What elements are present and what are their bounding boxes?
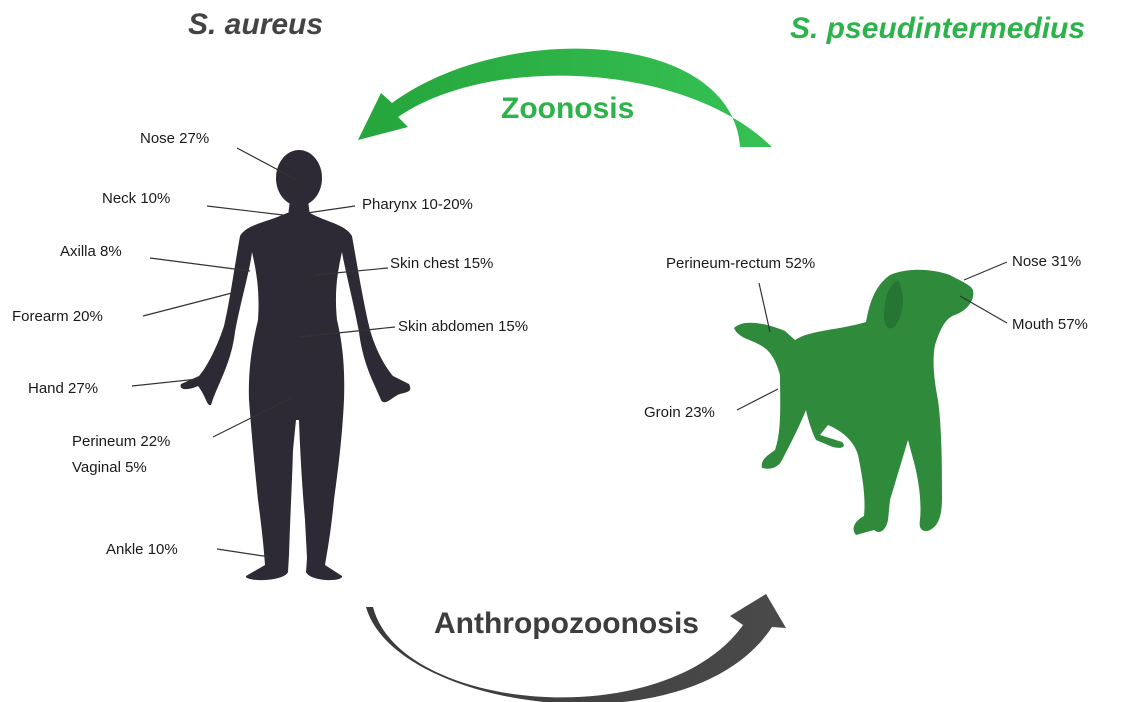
human-site-ankle: Ankle 10% <box>106 541 178 559</box>
dog-silhouette <box>734 270 973 535</box>
dog-species-title: S. pseudintermedius <box>790 12 1085 46</box>
human-site-forearm: Forearm 20% <box>12 308 103 326</box>
human-site-neck: Neck 10% <box>102 190 170 208</box>
anthropozoonosis-label: Anthropozoonosis <box>434 607 699 641</box>
human-site-perineum: Perineum 22% <box>72 433 170 451</box>
human-site-hand: Hand 27% <box>28 380 98 398</box>
dog-site-mouth: Mouth 57% <box>1012 316 1088 334</box>
human-silhouette <box>181 150 411 580</box>
dog-site-nose: Nose 31% <box>1012 253 1081 271</box>
human-site-pharynx: Pharynx 10-20% <box>362 196 473 214</box>
dog-site-perineum-rectum: Perineum-rectum 52% <box>666 255 815 273</box>
dog-site-groin: Groin 23% <box>644 404 715 422</box>
human-site-vaginal: Vaginal 5% <box>72 459 147 477</box>
human-site-axilla: Axilla 8% <box>60 243 122 261</box>
human-site-skin-abdomen: Skin abdomen 15% <box>398 318 528 336</box>
zoonosis-label: Zoonosis <box>501 92 634 126</box>
human-site-skin-chest: Skin chest 15% <box>390 255 493 273</box>
human-species-title: S. aureus <box>188 8 323 42</box>
human-site-nose: Nose 27% <box>140 130 209 148</box>
